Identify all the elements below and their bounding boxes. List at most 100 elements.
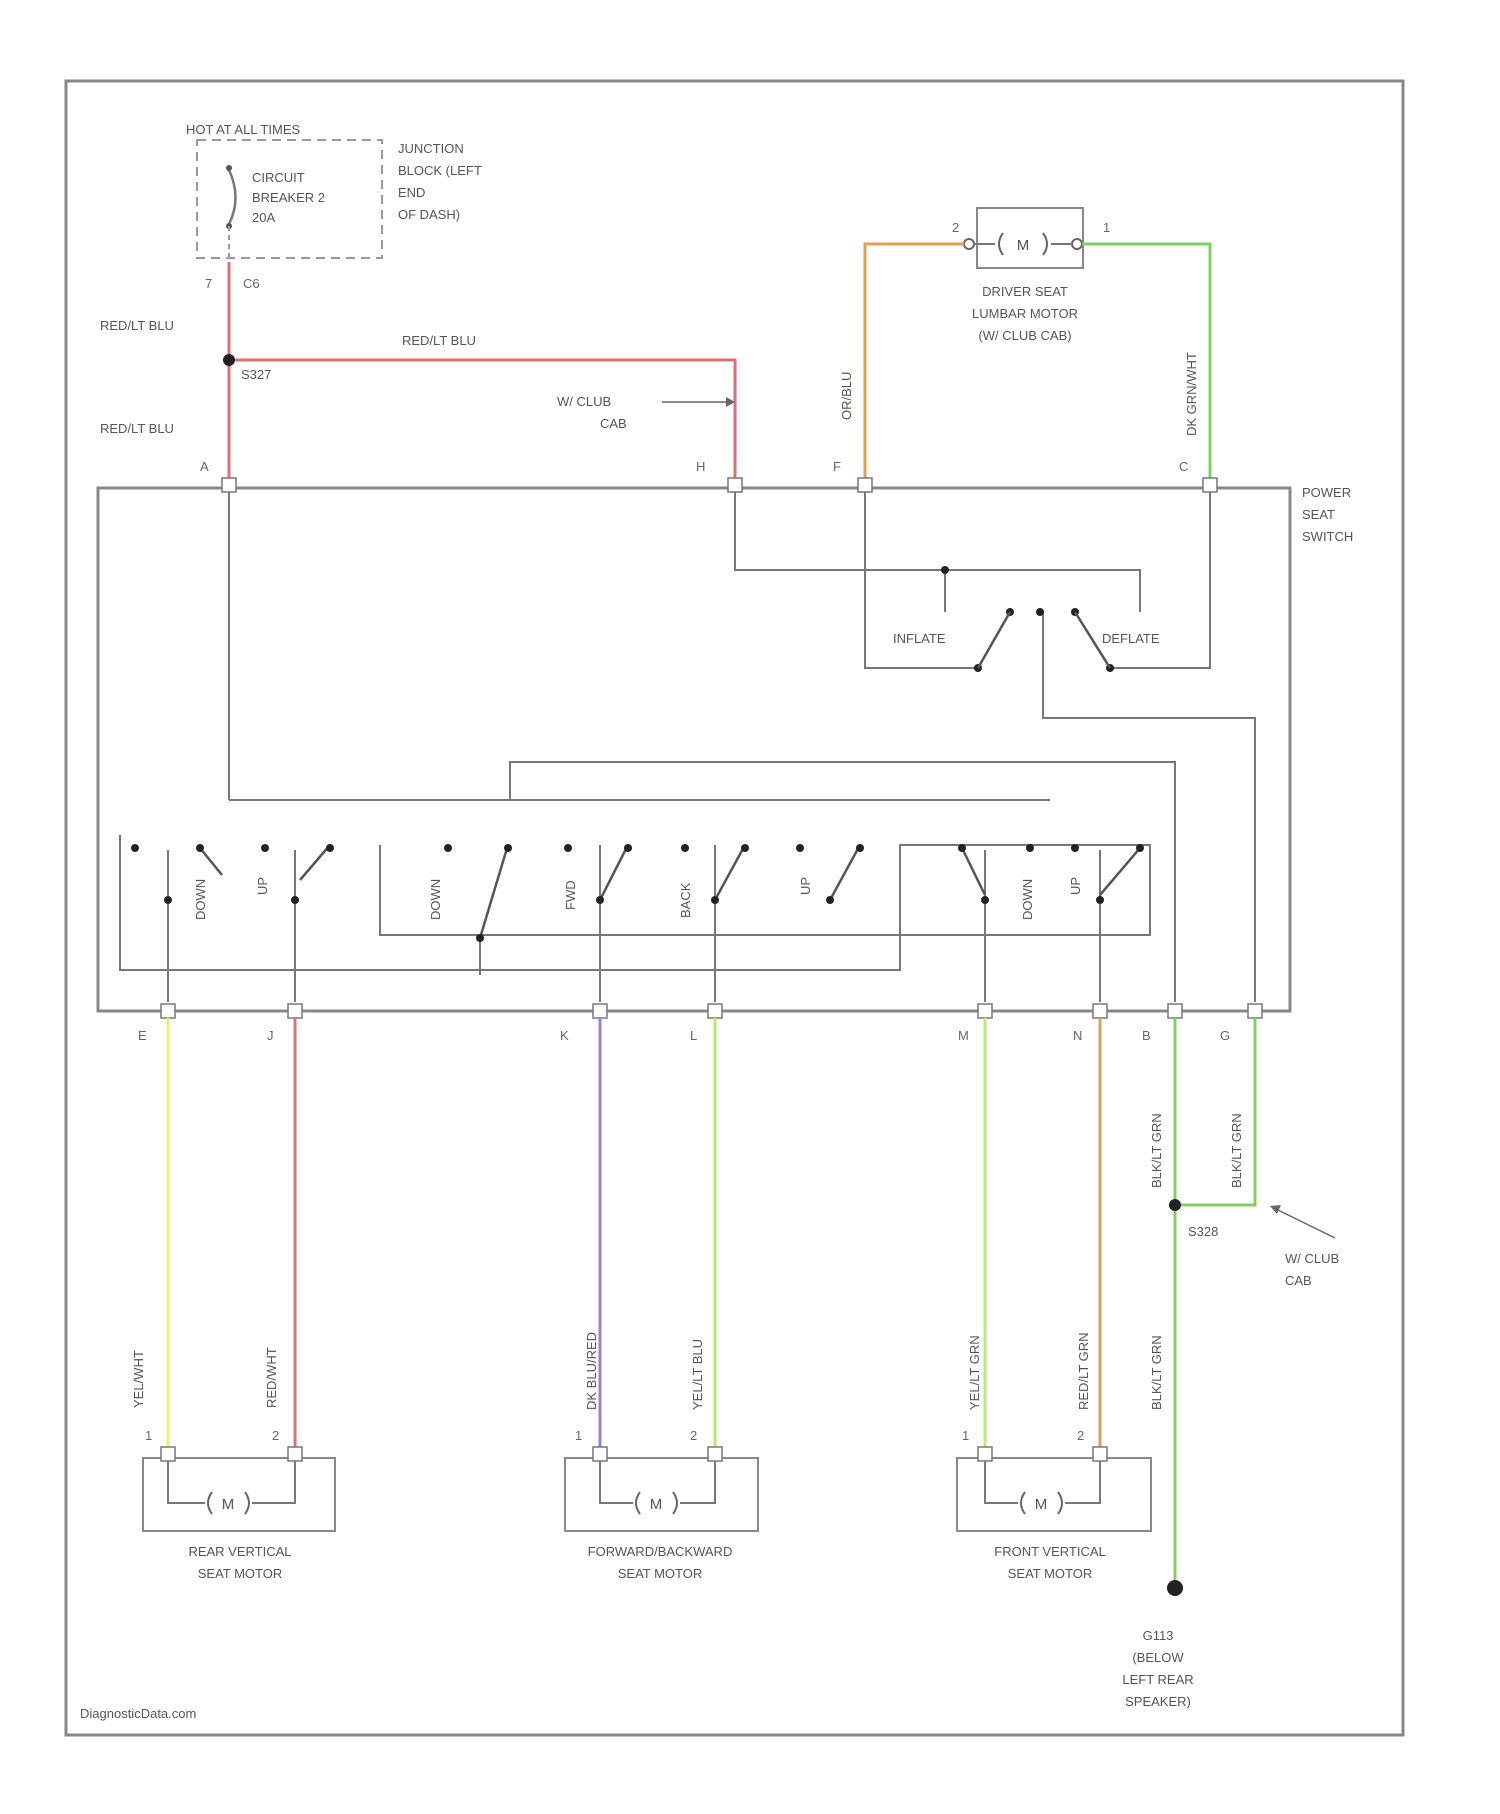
club-cab-note-top-line-2: CAB [600, 416, 627, 431]
switch-label-line-3: SWITCH [1302, 529, 1353, 544]
wire-labels: YEL/WHT RED/WHT DK BLU/RED YEL/LT BLU YE… [131, 1113, 1244, 1410]
lumbar-motor: M 2 1 DRIVER SEAT LUMBAR MOTOR (W/ CLUB … [839, 208, 1210, 478]
lumbar-motor-line-2: LUMBAR MOTOR [972, 306, 1078, 321]
contact-v6 [1096, 896, 1104, 904]
splice-s327-label: S327 [241, 367, 271, 382]
contact-r4 [326, 844, 334, 852]
breaker-line-1: CIRCUIT [252, 170, 305, 185]
lumbar-pin-1-label: 1 [1103, 220, 1110, 235]
fb-motor-pin-2-label: 2 [690, 1428, 697, 1443]
top-pin-f-label: F [833, 459, 841, 474]
fb-motor-line-1: FORWARD/BACKWARD [588, 1544, 733, 1559]
switch-label-line-1: POWER [1302, 485, 1351, 500]
breaker-connector-label: C6 [243, 276, 260, 291]
hot-at-all-times-label: HOT AT ALL TIMES [186, 122, 300, 137]
rear-motor-symbol: M [222, 1496, 235, 1513]
internal-common-loop [120, 835, 1150, 970]
fb-motor-paren-left [636, 1492, 640, 1514]
rear-motor-pin-1 [161, 1447, 175, 1461]
club-cab-note-bottom-line-1: W/ CLUB [1285, 1251, 1339, 1266]
bottom-pin-g-label: G [1220, 1028, 1230, 1043]
switch-position-labels: DOWN UP DOWN FWD BACK UP DOWN UP [193, 877, 1083, 920]
contact-f9 [476, 934, 484, 942]
ground-g113-dot [1167, 1580, 1183, 1596]
contact-f11 [711, 896, 719, 904]
front-down-label: DOWN [1020, 879, 1035, 920]
fb-down-label: DOWN [428, 879, 443, 920]
front-motor-pin-1-label: 1 [962, 1428, 969, 1443]
bottom-pin-b [1168, 1004, 1182, 1018]
bottom-pin-g [1248, 1004, 1262, 1018]
front-motor-line-1: FRONT VERTICAL [994, 1544, 1105, 1559]
bottom-pin-e [161, 1004, 175, 1018]
club-cab-note-top-line-1: W/ CLUB [557, 394, 611, 409]
rear-down-blade [200, 848, 222, 875]
rear-motor-box [143, 1458, 335, 1531]
fb-motor-lead-2 [680, 1461, 715, 1503]
rear-motor-line-1: REAR VERTICAL [188, 1544, 291, 1559]
fb-motor-pin-1 [593, 1447, 607, 1461]
rear-down-label: DOWN [193, 879, 208, 920]
ground-line-1: G113 [1143, 1628, 1174, 1643]
inflate-switch-blade [978, 612, 1010, 668]
front-motor-pin-1 [978, 1447, 992, 1461]
front-motor-lead-1 [985, 1461, 1018, 1503]
club-cab-note-bottom-line-2: CAB [1285, 1273, 1312, 1288]
bottom-pin-b-label: B [1142, 1028, 1151, 1043]
power-feed-wires: RED/LT BLU RED/LT BLU RED/LT BLU S327 W/… [100, 262, 735, 478]
fb-motor-pin-2 [708, 1447, 722, 1461]
front-vertical-seat-motor: M 1 2 FRONT VERTICAL SEAT MOTOR [957, 1428, 1151, 1581]
contact-v2 [1026, 844, 1034, 852]
rear-motor-lead-1 [168, 1461, 205, 1503]
rear-motor-paren-left [208, 1492, 212, 1514]
front-motor-symbol: M [1035, 1496, 1048, 1513]
wire-front-2-label: RED/LT GRN [1076, 1332, 1091, 1410]
top-pin-f [858, 478, 872, 492]
feed-upper-label: RED/LT BLU [100, 318, 174, 333]
fb-up-blade [830, 845, 860, 900]
fb-back-label: BACK [678, 882, 693, 918]
front-up-blade [1100, 848, 1140, 895]
top-pin-c-label: C [1179, 459, 1188, 474]
club-cab-arrowhead-bottom [1270, 1205, 1281, 1214]
top-pin-h-label: H [696, 459, 705, 474]
front-motor-paren-right [1058, 1492, 1062, 1514]
bottom-pin-l [708, 1004, 722, 1018]
junction-block-line-1: JUNCTION [398, 141, 464, 156]
wire-rear-2-label: RED/WHT [264, 1347, 279, 1408]
front-down-blade [962, 848, 985, 895]
feed-horizontal-label: RED/LT BLU [402, 333, 476, 348]
splice-s327-dot [223, 354, 235, 366]
contact-f2 [504, 844, 512, 852]
bottom-pin-j-label: J [267, 1028, 274, 1043]
contact-v3 [1071, 844, 1079, 852]
fb-back-blade [715, 845, 745, 900]
contact-f4 [624, 844, 632, 852]
rear-motor-line-2: SEAT MOTOR [198, 1566, 283, 1581]
lumbar-motor-pin-left [964, 239, 974, 249]
breaker-line-3: 20A [252, 210, 275, 225]
bottom-pin-n [1093, 1004, 1107, 1018]
wire-ground-g-label: BLK/LT GRN [1229, 1113, 1244, 1188]
power-seat-switch: POWER SEAT SWITCH A H F C [98, 459, 1353, 1043]
lumbar-pin-2-label: 2 [952, 220, 959, 235]
front-motor-pin-2-label: 2 [1077, 1428, 1084, 1443]
contact-r2 [196, 844, 204, 852]
fb-motor-paren-right [673, 1492, 677, 1514]
bottom-pin-l-label: L [690, 1028, 697, 1043]
ground-line-2: (BELOW [1132, 1650, 1184, 1665]
breaker-terminal-top [226, 165, 232, 171]
contact-f8 [856, 844, 864, 852]
top-pin-c [1203, 478, 1217, 492]
deflate-label: DEFLATE [1102, 631, 1160, 646]
rear-motor-lead-2 [252, 1461, 295, 1503]
front-motor-pin-2 [1093, 1447, 1107, 1461]
top-pin-h [728, 478, 742, 492]
feed-lower-label: RED/LT BLU [100, 421, 174, 436]
wire-front-1-label: YEL/LT GRN [967, 1335, 982, 1410]
club-cab-arrow-bottom [1278, 1210, 1335, 1238]
circuit-breaker-symbol [229, 170, 236, 224]
feed-wire-horizontal [229, 360, 735, 478]
bottom-pin-k [593, 1004, 607, 1018]
